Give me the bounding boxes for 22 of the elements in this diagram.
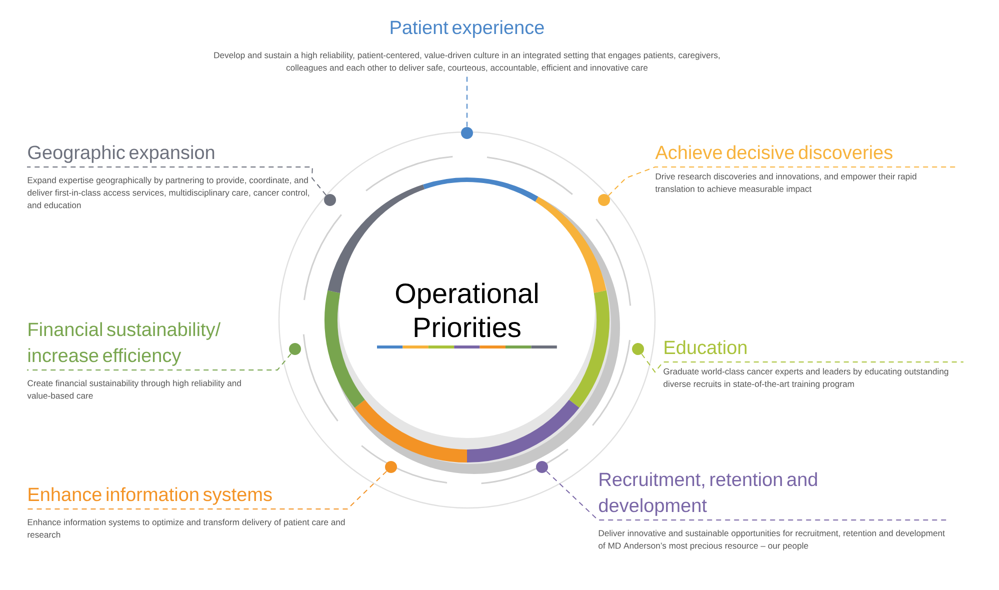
priority-text: Geographic expansion Expand expertise geographically by partnering to provide, coordinate, and deliver first-in-class access services, multidisciplinary care, cancer control, and education <box>28 145 309 208</box>
dot-marker <box>536 461 548 473</box>
dot-marker <box>289 343 301 355</box>
priority-text: Recruitment, retention and development Deliver innovative and sustainable opportunities for recruitment, retention and development of MD Anderson’s most precious resource – our people <box>598 472 945 550</box>
leader-line <box>608 166 956 196</box>
node-label: Operational Priorities <box>396 282 538 338</box>
priority-text: Education Graduate world-class cancer experts and leaders by educating outstanding diverse recruits in state-of-the-art training program <box>664 340 948 389</box>
leader-line <box>546 470 949 520</box>
dot-marker <box>461 127 473 139</box>
dot-marker <box>598 194 610 206</box>
dot-marker <box>385 461 397 473</box>
priority-text: Enhance information systems Enhance information systems to optimize and transform delivery of patient care and research <box>28 487 345 538</box>
dot-marker <box>324 194 336 206</box>
leader-line <box>466 72 468 128</box>
priority-text: Financial sustainability/ increase efficiency Create financial sustainability through high reliability and value-based care <box>27 322 241 399</box>
leader-line <box>26 470 388 510</box>
dot-marker <box>632 343 644 355</box>
priority-text: Achieve decisive discoveries Drive research discoveries and innovations, and empower their rapid translation to achieve measurable impact <box>655 145 916 194</box>
priority-text: Patient experience Develop and sustain a high reliability, patient-centered, value-driven culture in an integrated setting that engages patients, caregivers, colleagues and each other to deliver safe, courteous, accountable, efficient and innovative care <box>214 20 720 72</box>
leader-line <box>26 353 292 370</box>
leader-line <box>641 354 964 373</box>
leader-line <box>26 166 327 196</box>
